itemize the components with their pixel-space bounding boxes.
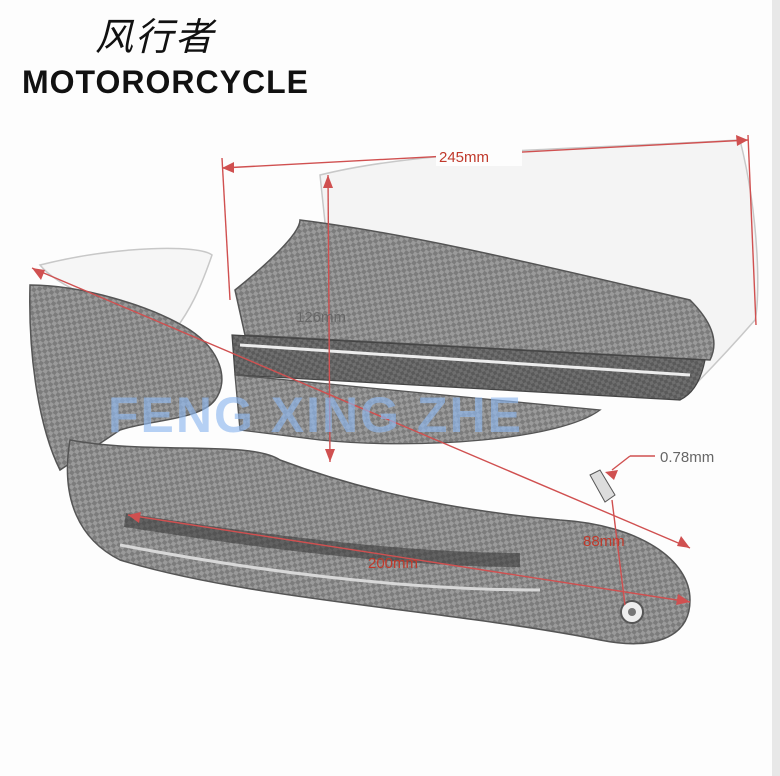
upper-guard-carbon xyxy=(234,219,715,361)
dimension-200 xyxy=(127,512,691,605)
dimension-245 xyxy=(221,134,757,326)
dimension-126 xyxy=(323,174,335,463)
lower-guard-arm xyxy=(66,439,691,645)
label-200mm: 200mm xyxy=(368,555,418,572)
watermark-text: FENG XING ZHE xyxy=(108,387,523,443)
label-88mm: 88mm xyxy=(583,533,625,550)
dimension-88 xyxy=(611,499,626,606)
label-245mm: 245mm xyxy=(439,149,489,166)
label-078mm: 0.78mm xyxy=(660,449,714,466)
label-126mm: 126mm xyxy=(296,309,346,326)
brand-english-name: MOTORORCYCLE xyxy=(22,64,309,100)
dimension-diagonal xyxy=(31,267,691,549)
lower-guard-carbon xyxy=(29,284,223,472)
end-clip xyxy=(589,469,616,503)
brand-chinese-name: 风行者 xyxy=(95,15,216,59)
image-border xyxy=(772,0,780,776)
dimension-078 xyxy=(605,455,655,480)
